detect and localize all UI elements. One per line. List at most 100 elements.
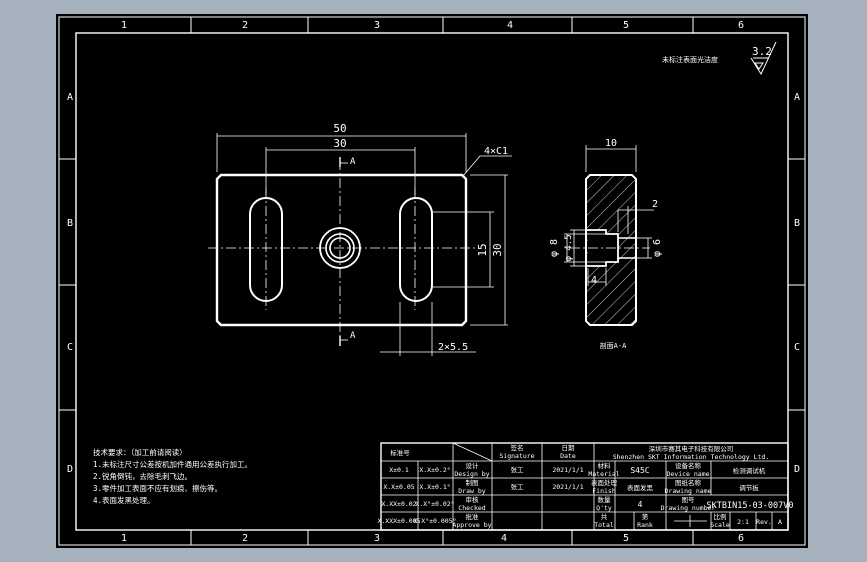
surface-finish-value: 3.2 xyxy=(752,45,772,58)
counterbore-outer xyxy=(319,227,361,269)
dim-overall-width: 50 xyxy=(333,122,346,135)
tb-role-en: Checked xyxy=(458,504,485,512)
tb-date: 2021/1/1 xyxy=(552,483,583,491)
front-view: 50 30 4×C1 A A 30 15 2×5.5 xyxy=(208,122,512,356)
tb-scale-label-en: Scale xyxy=(710,521,730,529)
zone-row-left: A xyxy=(67,92,73,103)
tb-drawing-number-label-cn: 图号 xyxy=(682,496,696,504)
tb-finish: 表面发黑 xyxy=(627,483,654,492)
tb-date-cn: 日期 xyxy=(562,444,576,452)
dim-small: 4 xyxy=(591,275,597,286)
surface-finish-symbol: 3.2 xyxy=(750,41,777,76)
dim-slot-spacing: 30 xyxy=(333,137,346,150)
plate-outline xyxy=(215,173,468,327)
zone-ticks xyxy=(59,17,805,545)
dim-bore-inner: φ 4.5 xyxy=(564,234,574,261)
section-label-bottom: A xyxy=(350,331,356,341)
tb-role-en: Design by xyxy=(454,470,489,478)
zone-col-bottom: 4 xyxy=(501,533,507,544)
slot-right xyxy=(399,197,433,302)
note-top-right: 未标注表面光洁度 xyxy=(662,55,718,64)
section-view: 10 2 φ 8 φ 4.5 φ 6 4 剖面A-A xyxy=(549,138,663,350)
zone-row-right: B xyxy=(794,218,800,229)
tb-rank-label-en: Rank xyxy=(637,521,653,529)
zone-col-top: 3 xyxy=(374,20,380,31)
tb-signature-en: Signature xyxy=(499,452,534,460)
dim-counterbore: φ 6 xyxy=(652,239,663,257)
zone-labels: 1 2 3 4 5 6 1 2 3 4 5 6 A B C D A B C D xyxy=(67,20,800,544)
zone-col-top: 1 xyxy=(121,20,127,31)
tb-drawing-name-label-en: Drawing name xyxy=(665,487,712,495)
tb-device-name: 检测调试机 xyxy=(733,466,766,475)
tb-std: X.XXX±0.005 xyxy=(377,517,420,525)
section-label-top: A xyxy=(350,157,356,167)
tb-role-en: Approve by xyxy=(452,521,491,529)
tb-finish-label-en: Finish xyxy=(592,487,616,495)
tb-rev-label: Rev. xyxy=(756,518,772,526)
dim-bore-outer: φ 8 xyxy=(549,239,560,257)
tb-role-cn: 设计 xyxy=(466,461,480,470)
tb-std: X±0.1 xyxy=(389,466,409,474)
dim-height: 30 xyxy=(491,243,504,256)
zone-col-top: 2 xyxy=(242,20,248,31)
tb-company-cn: 深圳市赛其电子科技有限公司 xyxy=(649,444,734,453)
tb-drawing-name: 调节板 xyxy=(739,483,759,492)
zone-row-right: C xyxy=(794,342,800,353)
dim-recess-depth: 2 xyxy=(652,199,658,210)
counterbore-inner xyxy=(325,233,355,263)
tb-tol: X.X°±0.005° xyxy=(413,517,456,525)
zone-col-top: 4 xyxy=(507,20,513,31)
tb-std: X.XX±0.02 xyxy=(381,500,416,508)
zone-col-bottom: 1 xyxy=(121,533,127,544)
tb-role-en: Draw by xyxy=(458,487,485,495)
tb-role-cn: 审核 xyxy=(466,495,480,504)
section-caption: 剖面A-A xyxy=(600,341,627,350)
tb-date: 2021/1/1 xyxy=(552,466,583,474)
section-outline xyxy=(585,174,637,326)
zone-row-left: B xyxy=(67,218,73,229)
title-block: 标准号 签名 Signature 日期 Date 深圳市赛其电子科技有限公司 S… xyxy=(377,442,794,531)
tb-scale-label-cn: 比例 xyxy=(714,512,727,521)
tech-req-line: 3.零件加工表面不应有划痕、擦伤等。 xyxy=(93,483,222,493)
zone-row-right: A xyxy=(794,92,800,103)
dim-thickness: 10 xyxy=(605,138,617,149)
zone-col-bottom: 3 xyxy=(374,533,380,544)
tb-qty: 4 xyxy=(638,500,643,509)
tb-left-header: 标准号 xyxy=(390,448,410,457)
tb-role-cn: 制图 xyxy=(466,478,479,487)
tb-role-cn: 批准 xyxy=(466,512,480,521)
tb-drawing-name-label-cn: 图纸名称 xyxy=(675,478,702,487)
dim-chamfer: 4×C1 xyxy=(484,146,508,157)
zone-col-bottom: 6 xyxy=(738,533,744,544)
tb-signer: 张工 xyxy=(511,465,525,474)
tb-tol: X.X±0.2° xyxy=(419,466,450,474)
tb-std: X.X±0.05 xyxy=(383,483,414,491)
tb-tol: X.X±0.1° xyxy=(419,483,450,491)
tb-total-label-en: Total xyxy=(594,521,614,529)
tb-total-label-cn: 共 xyxy=(601,512,608,521)
zone-row-right: D xyxy=(794,464,800,475)
tb-company-en: Shenzhen SKT Information Technology Ltd. xyxy=(613,453,770,461)
tech-req-line: 2.锐角倒钝，去除毛刺飞边。 xyxy=(93,471,192,481)
tech-req-title: 技术要求：（加工前请阅读） xyxy=(93,447,187,457)
thru-hole xyxy=(329,237,351,259)
tb-qty-label-en: Q'ty xyxy=(596,504,612,512)
tb-rank-label-cn: 第 xyxy=(642,512,649,521)
dim-slot-length: 15 xyxy=(476,243,489,256)
tb-qty-label-cn: 数量 xyxy=(598,495,612,504)
tb-finish-label-cn: 表面处理 xyxy=(591,478,618,487)
tb-signature-cn: 签名 xyxy=(511,443,524,452)
tb-material-label-cn: 材料 xyxy=(598,461,612,470)
outer-border xyxy=(58,16,806,546)
zone-col-bottom: 2 xyxy=(242,533,248,544)
zone-col-bottom: 5 xyxy=(623,533,629,544)
tb-material: S45C xyxy=(630,466,649,475)
tb-date-en: Date xyxy=(560,452,576,460)
dim-slot-width: 2×5.5 xyxy=(438,342,468,353)
bore-profile xyxy=(586,229,619,267)
tb-material-label-en: Material xyxy=(588,470,619,478)
tb-rev: A xyxy=(778,518,782,526)
tb-scale: 2:1 xyxy=(737,518,749,526)
tb-signer: 张工 xyxy=(511,482,525,491)
